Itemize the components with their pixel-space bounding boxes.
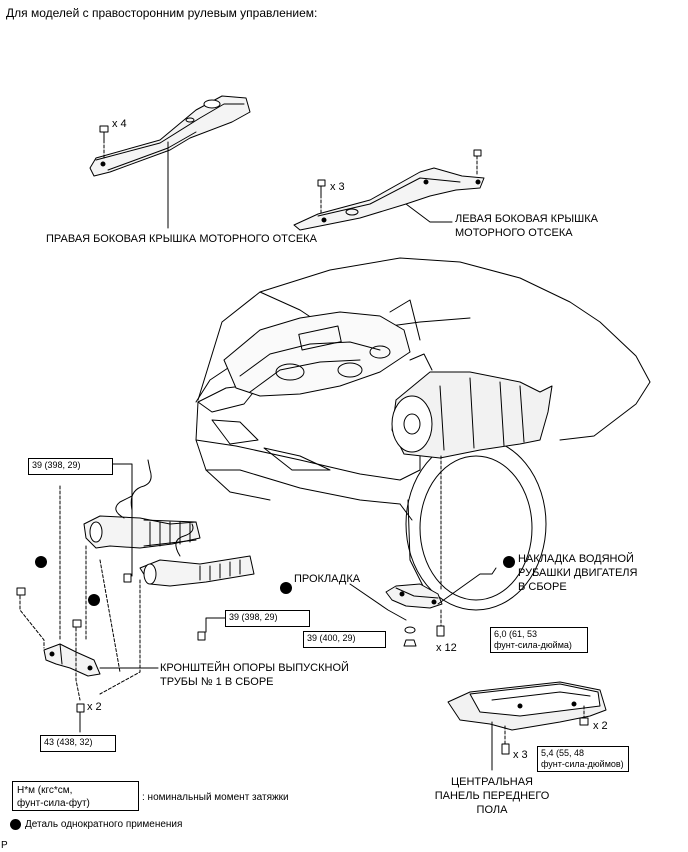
torque-spec-water-jacket-line2: фунт-сила-дюйма) (494, 640, 572, 650)
transmission-drawing (391, 353, 553, 459)
left-engine-side-cover-label-line1: ЛЕВАЯ БОКОВАЯ КРЫШКА (455, 213, 598, 225)
left-engine-side-cover-drawing (293, 149, 485, 231)
quantity-x2-left: x 2 (87, 701, 102, 713)
gasket-drawing (349, 583, 417, 647)
water-jacket-cover-label-line1: НАКЛАДКА ВОДЯНОЙ (518, 553, 634, 565)
center-floor-panel-label-line2: ПАНЕЛЬ ПЕРЕДНЕГО (434, 790, 550, 802)
one-time-use-marker-1 (35, 556, 47, 568)
quantity-x4: x 4 (112, 118, 127, 130)
one-time-use-marker-2 (88, 594, 100, 606)
legend-unit-line1: Н*м (кгс*см, (17, 785, 73, 796)
legend-unit-box: Н*м (кгс*см, фунт-сила-фут) (12, 781, 139, 811)
one-time-use-marker-3 (280, 582, 292, 594)
gasket-label: ПРОКЛАДКА (294, 573, 361, 585)
torque-spec-sensor-1: 39 (398, 29) (28, 458, 113, 475)
left-engine-side-cover-label-line2: МОТОРНОГО ОТСЕКА (455, 227, 573, 239)
torque-spec-gasket-nut: 39 (400, 29) (303, 631, 386, 648)
legend-unit-description: : номинальный момент затяжки (142, 792, 289, 803)
torque-spec-floor-panel-line2: фунт-сила-дюймов) (541, 759, 624, 769)
center-floor-panel-drawing (447, 681, 607, 771)
exhaust-pipe-drawing (83, 459, 255, 641)
torque-spec-water-jacket-bolt: 6,0 (61, 53 фунт-сила-дюйма) (490, 627, 588, 653)
right-engine-side-cover-label: ПРАВАЯ БОКОВАЯ КРЫШКА МОТОРНОГО ОТСЕКА (46, 233, 317, 245)
exhaust-bracket-drawing (16, 485, 159, 733)
quantity-x12: x 12 (436, 642, 457, 654)
vehicle-body-outline (195, 257, 651, 521)
right-engine-side-cover-drawing (89, 95, 251, 229)
torque-spec-sensor-2: 39 (398, 29) (225, 610, 310, 627)
water-jacket-cover-label-line2: РУБАШКИ ДВИГАТЕЛЯ (518, 567, 638, 579)
quantity-x2-right: x 2 (593, 720, 608, 732)
torque-spec-floor-panel-line1: 5,4 (55, 48 (541, 748, 585, 758)
diagram-title: Для моделей с правосторонним рулевым упр… (6, 6, 318, 20)
legend-unit-line2: фунт-сила-фут) (17, 798, 90, 809)
exhaust-bracket-label-line1: КРОНШТЕЙН ОПОРЫ ВЫПУСКНОЙ (160, 662, 349, 674)
figure-code: P (1, 840, 8, 851)
water-jacket-cover-label-line3: В СБОРЕ (518, 581, 567, 593)
torque-spec-bracket-bolt: 43 (438, 32) (40, 735, 116, 752)
legend-one-time-marker (10, 819, 21, 830)
torque-spec-floor-panel-bolt: 5,4 (55, 48 фунт-сила-дюймов) (537, 746, 629, 772)
torque-leader-lines (69, 463, 227, 633)
quantity-x3-bottom: x 3 (513, 749, 528, 761)
legend-one-time-description: Деталь однократного применения (25, 819, 183, 830)
exhaust-bracket-label-line2: ТРУБЫ № 1 В СБОРЕ (160, 676, 274, 688)
quantity-x3-top: x 3 (330, 181, 345, 193)
water-jacket-cover-drawing (385, 455, 497, 637)
one-time-use-marker-4 (503, 556, 515, 568)
torque-spec-water-jacket-line1: 6,0 (61, 53 (494, 629, 538, 639)
center-floor-panel-label-line3: ПОЛА (476, 804, 508, 816)
center-floor-panel-label-line1: ЦЕНТРАЛЬНАЯ (451, 776, 533, 788)
